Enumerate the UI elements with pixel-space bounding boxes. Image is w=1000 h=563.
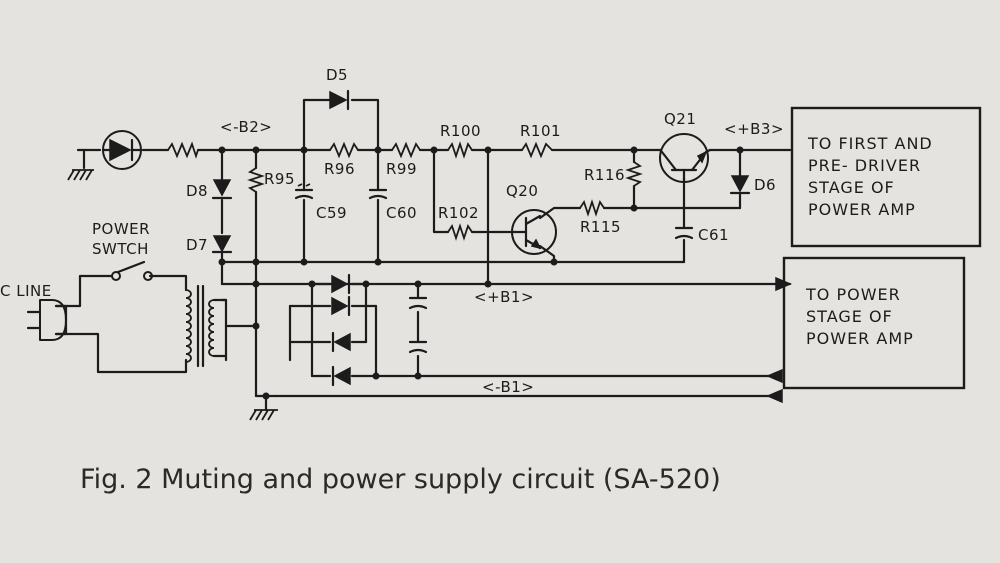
label-d5: D5 bbox=[326, 66, 348, 84]
bridge-diode-4 bbox=[331, 365, 351, 387]
label-c59: C59 bbox=[316, 204, 347, 222]
resistor-r95 bbox=[247, 167, 265, 193]
label-r102: R102 bbox=[438, 204, 479, 222]
diode-d5 bbox=[329, 89, 350, 111]
label-power-1: POWER bbox=[92, 220, 150, 238]
label-r95: R95 bbox=[264, 170, 295, 188]
resistor-r100 bbox=[447, 141, 473, 159]
power-transformer bbox=[185, 284, 228, 368]
capacitor-c61 bbox=[674, 226, 694, 240]
arrow-from-power-stage bbox=[766, 368, 783, 404]
label-r99: R99 bbox=[386, 160, 417, 178]
box-driver-line-3: STAGE OF bbox=[808, 178, 895, 197]
capacitor-c59 bbox=[294, 183, 314, 200]
bridge-diode-3 bbox=[331, 331, 351, 353]
resistor-r101 bbox=[521, 141, 553, 159]
transistor-q21 bbox=[658, 133, 712, 183]
label-d8: D8 bbox=[186, 182, 208, 200]
label-d6: D6 bbox=[754, 176, 776, 194]
label-r116: R116 bbox=[584, 166, 625, 184]
diode-d6 bbox=[729, 175, 751, 195]
resistor-r102 bbox=[447, 223, 473, 241]
wires bbox=[54, 98, 792, 412]
transistor-q20 bbox=[510, 209, 557, 255]
led-indicator bbox=[101, 130, 143, 170]
label-b3: <+B3> bbox=[724, 120, 784, 138]
label-q20: Q20 bbox=[506, 182, 538, 200]
label-q21: Q21 bbox=[664, 110, 696, 128]
bridge-diode-1 bbox=[331, 273, 351, 295]
ground-symbol-left bbox=[67, 169, 94, 181]
junction-dots bbox=[218, 146, 744, 400]
box-power-stage: TO POWER STAGE OF POWER AMP bbox=[782, 256, 966, 390]
box-driver-line-1: TO FIRST AND bbox=[807, 134, 933, 153]
label-power-2: SWTCH bbox=[92, 240, 149, 258]
box-power-line-3: POWER AMP bbox=[806, 329, 914, 348]
resistor-r99 bbox=[391, 141, 421, 159]
box-driver-line-2: PRE- DRIVER bbox=[808, 156, 921, 175]
resistor-r96 bbox=[329, 141, 359, 159]
filter-capacitor-upper bbox=[408, 296, 428, 310]
diode-d7 bbox=[211, 235, 233, 254]
power-switch bbox=[111, 260, 153, 281]
capacitor-c60 bbox=[368, 188, 388, 200]
label-b2: <-B2> bbox=[220, 118, 272, 136]
label-r100: R100 bbox=[440, 122, 481, 140]
diode-d8 bbox=[211, 179, 233, 200]
filter-capacitor-lower bbox=[408, 340, 428, 354]
component-labels: D5 <-B2> R100 R101 Q21 <+B3> R96 R99 R95… bbox=[0, 66, 784, 396]
resistor-r115 bbox=[579, 199, 605, 217]
bridge-diode-2 bbox=[331, 295, 351, 317]
ground-symbol-bottom bbox=[249, 409, 278, 421]
box-power-line-1: TO POWER bbox=[805, 285, 901, 304]
label-b1-pos: <+B1> bbox=[474, 288, 534, 306]
ac-plug bbox=[26, 299, 68, 341]
box-driver-stage: TO FIRST AND PRE- DRIVER STAGE OF POWER … bbox=[790, 106, 982, 248]
label-b1-neg: <-B1> bbox=[482, 378, 534, 396]
resistor-r116 bbox=[625, 161, 643, 187]
label-c61: C61 bbox=[698, 226, 729, 244]
label-r101: R101 bbox=[520, 122, 561, 140]
resistor-led bbox=[167, 141, 199, 159]
box-driver-line-4: POWER AMP bbox=[808, 200, 916, 219]
label-c60: C60 bbox=[386, 204, 417, 222]
label-r96: R96 bbox=[324, 160, 355, 178]
label-r115: R115 bbox=[580, 218, 621, 236]
label-ac-line: C LINE bbox=[0, 282, 52, 300]
label-d7: D7 bbox=[186, 236, 208, 254]
figure-caption: Fig. 2 Muting and power supply circuit (… bbox=[80, 464, 721, 495]
box-power-line-2: STAGE OF bbox=[806, 307, 893, 326]
